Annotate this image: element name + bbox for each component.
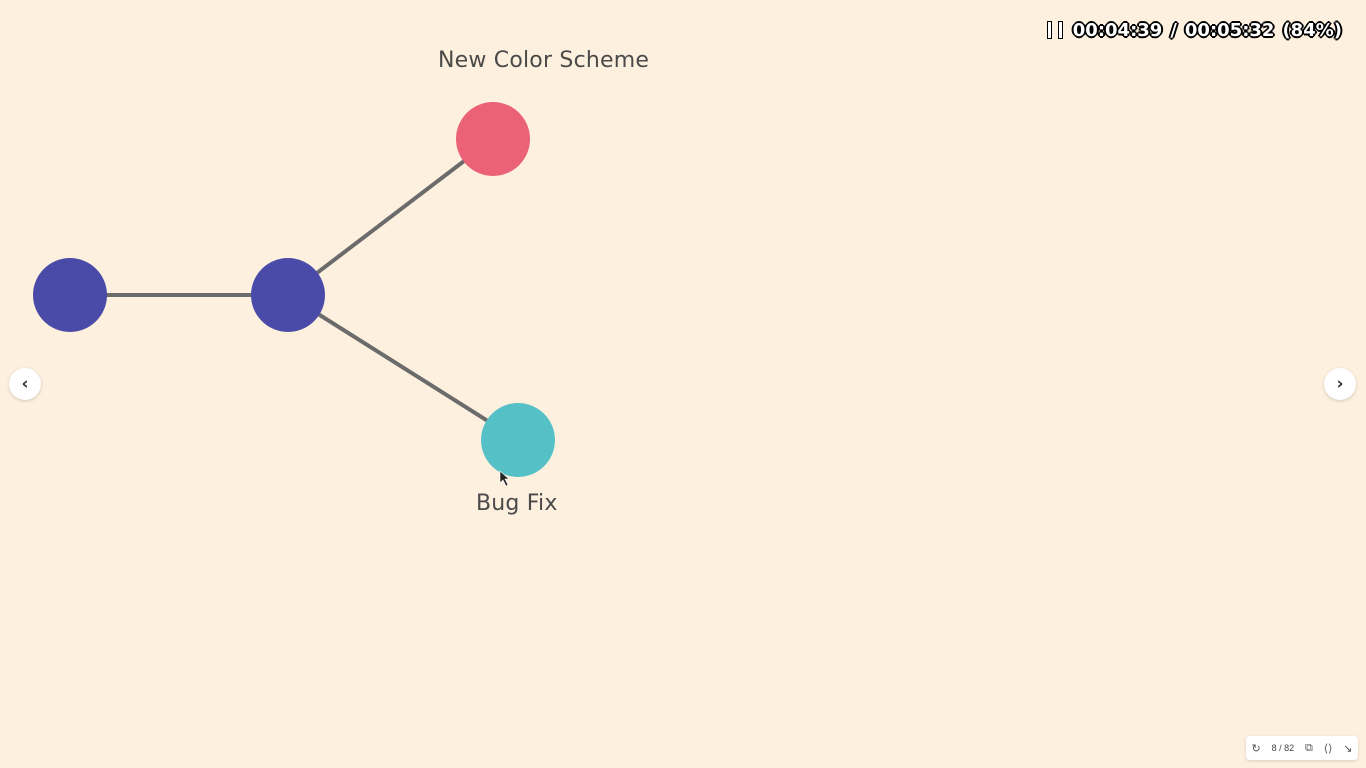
time-separator: /: [1170, 20, 1177, 41]
code-icon[interactable]: ⟨⟩: [1323, 742, 1333, 755]
next-slide-button[interactable]: ›: [1324, 368, 1356, 400]
bottom-toolbar: ↻ 8 / 82 ⧉ ⟨⟩ ↘: [1246, 736, 1358, 760]
progress-percent: (84%): [1282, 20, 1342, 41]
chevron-left-icon: ‹: [21, 374, 29, 394]
playback-status: 00:04:39 / 00:05:32 (84%): [1046, 20, 1342, 41]
refresh-icon[interactable]: ↻: [1251, 742, 1261, 755]
previous-slide-button[interactable]: ‹: [9, 368, 41, 400]
pause-icon[interactable]: [1046, 20, 1063, 41]
edge-center-top: [286, 137, 495, 297]
chevron-right-icon: ›: [1336, 374, 1344, 394]
mouse-cursor-icon: [499, 470, 510, 487]
label-new-color-scheme: New Color Scheme: [438, 48, 650, 73]
total-time: 00:05:32: [1184, 20, 1275, 41]
edge-center-bottom: [286, 293, 520, 442]
collapse-icon[interactable]: ↘: [1343, 742, 1353, 755]
page-indicator: 8 / 82: [1271, 743, 1295, 753]
label-bug-fix: Bug Fix: [476, 491, 558, 516]
layers-icon[interactable]: ⧉: [1305, 741, 1313, 754]
node-left: [33, 258, 107, 332]
node-center: [251, 258, 325, 332]
node-bug-fix: [481, 403, 555, 477]
current-time: 00:04:39: [1072, 20, 1163, 41]
node-new-color-scheme: [456, 102, 530, 176]
